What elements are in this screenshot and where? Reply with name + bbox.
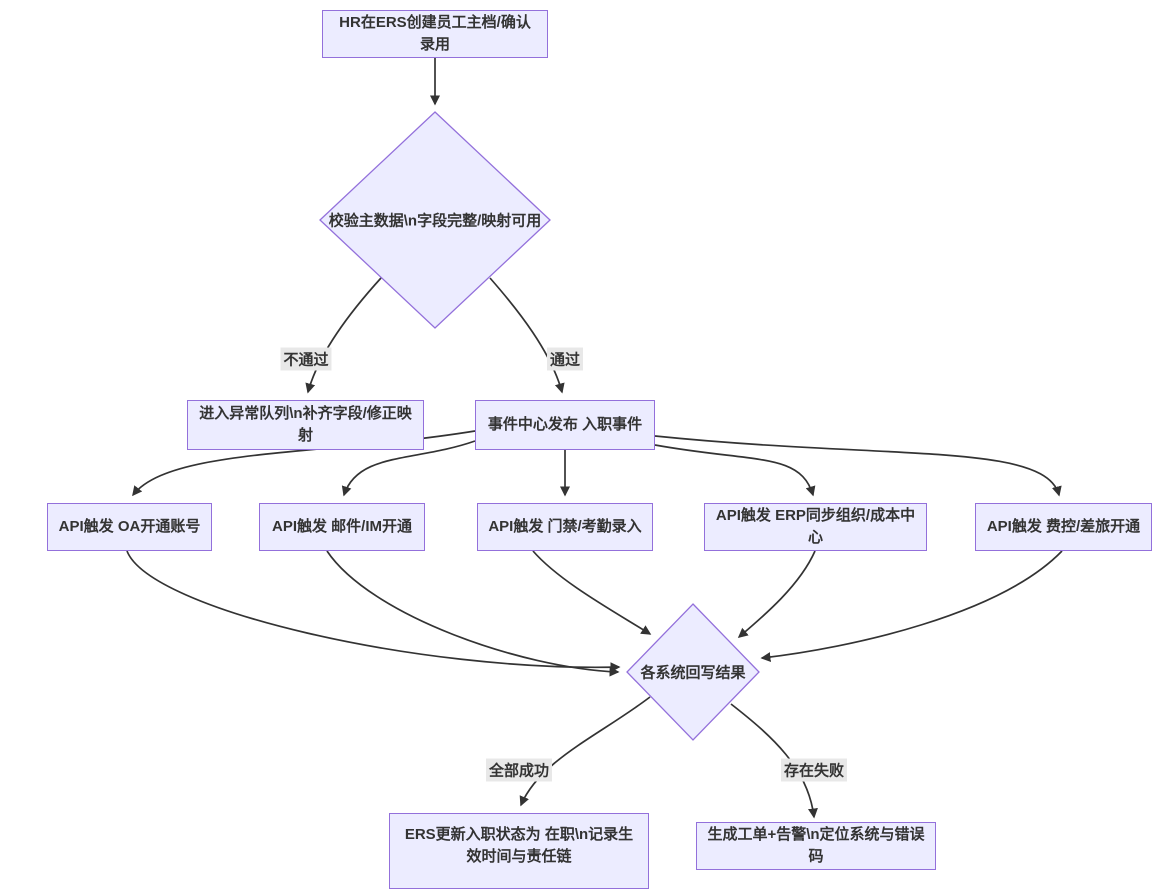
- edge-validate-to-exception-queue: [305, 277, 382, 394]
- edge-writeback-to-ticket-alert: [730, 703, 818, 819]
- edge-writeback-to-update-status: [519, 696, 651, 807]
- node-api-access: API触发 门禁/考勤录入: [477, 503, 653, 551]
- node-update-status: ERS更新入职状态为 在职\n记录生效时间与责任链: [389, 813, 649, 889]
- node-api-oa: API触发 OA开通账号: [47, 503, 212, 551]
- node-start: HR在ERS创建员工主档/确认录用: [322, 10, 548, 58]
- node-api-expense: API触发 费控/差旅开通: [975, 503, 1152, 551]
- edge-api-mail-im-to-writeback: [326, 550, 620, 677]
- edge-label-fail-check: 不通过: [280, 347, 332, 371]
- edge-label-pass-check: 通过: [546, 347, 584, 371]
- decision-validate-label: 校验主数据\n字段完整/映射可用: [328, 212, 542, 230]
- edge-api-erp-to-writeback: [737, 550, 816, 638]
- edge-event-center-to-api-mail-im: [341, 440, 476, 497]
- edge-api-expense-to-writeback: [760, 550, 1063, 663]
- edge-label-has-failure: 存在失败: [780, 758, 848, 782]
- node-event-center: 事件中心发布 入职事件: [475, 400, 655, 450]
- node-api-erp: API触发 ERP同步组织/成本中心: [704, 503, 927, 551]
- edge-label-all-success: 全部成功: [485, 758, 553, 782]
- edge-validate-to-event-center: [489, 277, 565, 394]
- edge-event-center-to-api-expense: [654, 435, 1062, 497]
- node-ticket-alert: 生成工单+告警\n定位系统与错误码: [696, 822, 936, 870]
- edge-api-access-to-writeback: [532, 550, 652, 635]
- edge-event-center-to-api-erp: [654, 444, 816, 497]
- node-api-mail-im: API触发 邮件/IM开通: [259, 503, 425, 551]
- node-exception-queue: 进入异常队列\n补齐字段/修正映射: [187, 400, 424, 450]
- edge-api-oa-to-writeback: [126, 550, 621, 673]
- decision-writeback-shape: [626, 603, 760, 741]
- decision-writeback-label: 各系统回写结果: [640, 664, 746, 682]
- decision-validate-shape: [319, 111, 551, 329]
